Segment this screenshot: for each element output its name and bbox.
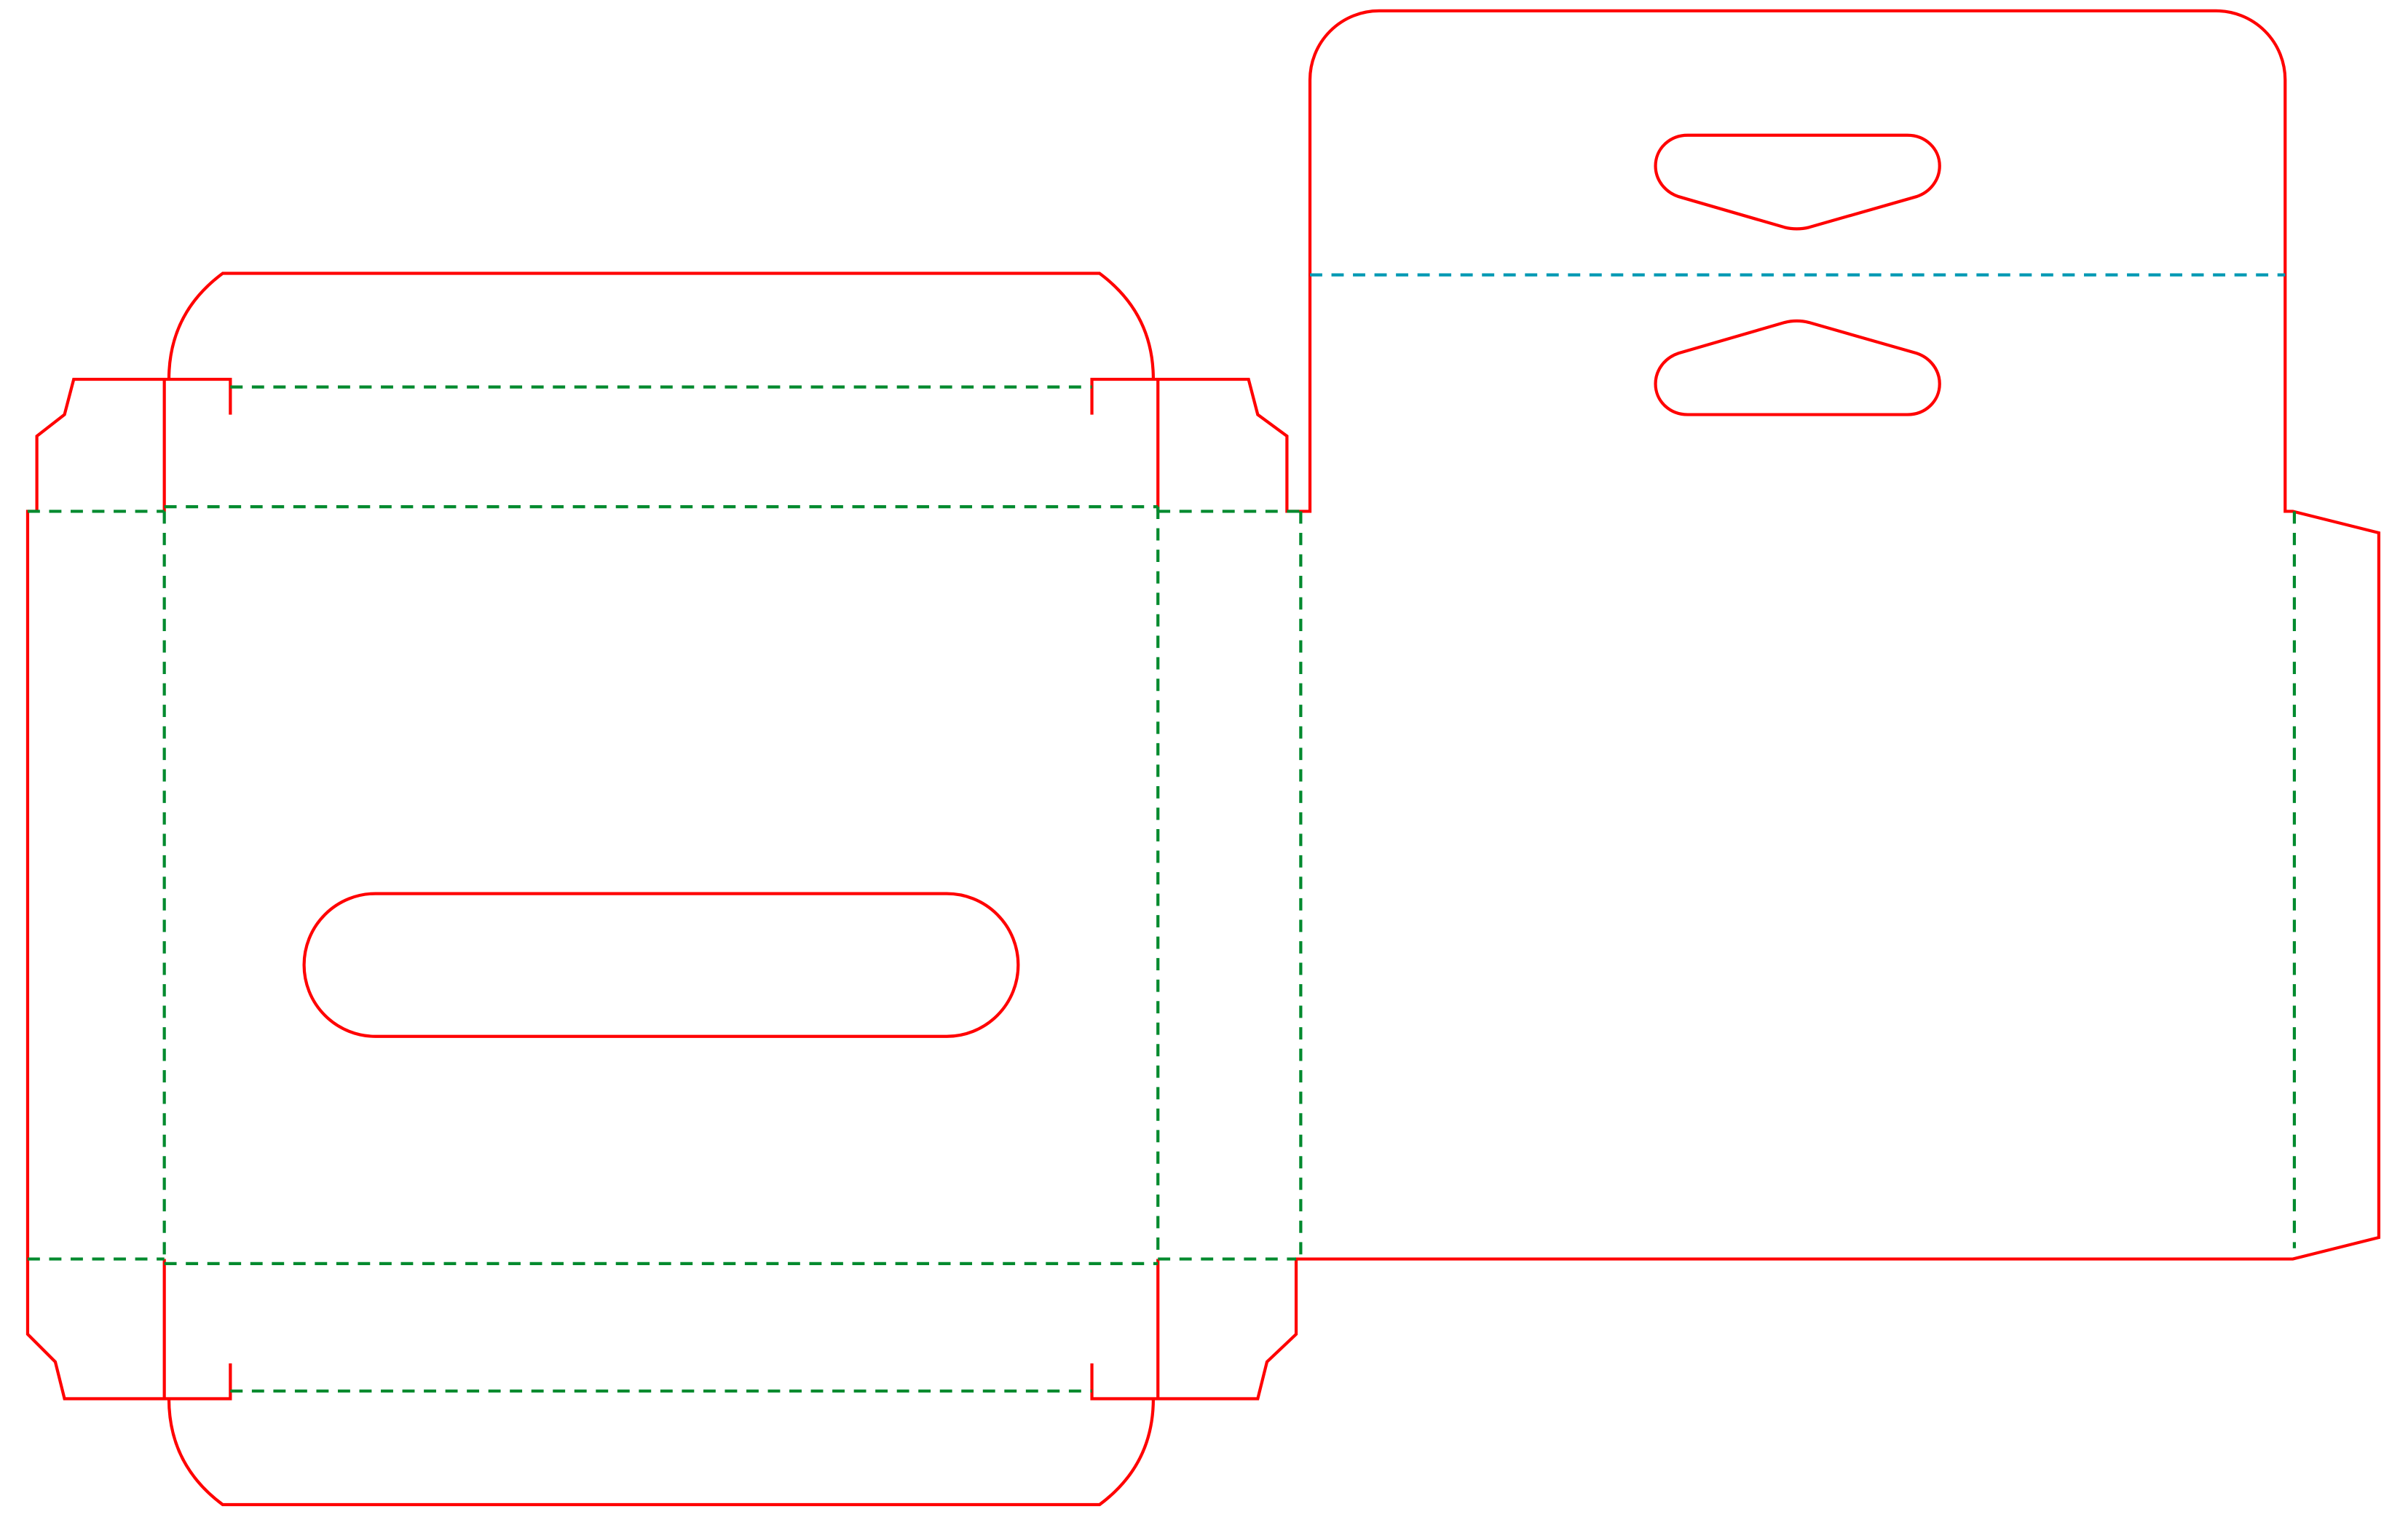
bottom-tuck-flap-cut bbox=[167, 1398, 1156, 1507]
hanger-hole-bottom-cut bbox=[1654, 319, 1941, 416]
outer-outline-cut bbox=[25, 9, 2381, 1401]
window-slot-cut bbox=[302, 892, 1020, 1038]
fold-lines bbox=[27, 273, 2297, 1393]
cut-lines bbox=[25, 9, 2381, 1507]
top-tuck-flap-cut bbox=[167, 272, 1156, 380]
hanger-hole-top-cut bbox=[1654, 133, 1941, 231]
